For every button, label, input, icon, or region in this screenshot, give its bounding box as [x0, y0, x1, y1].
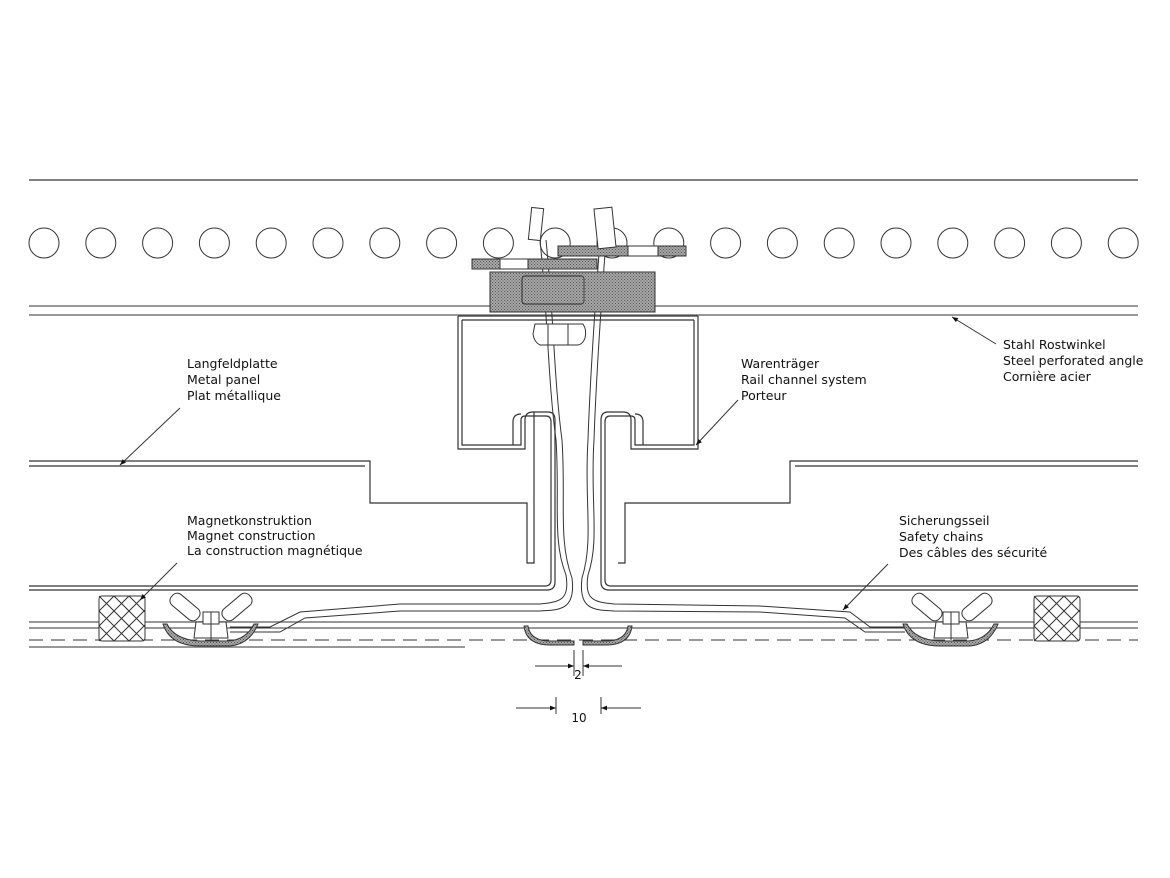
wing-nut-right	[902, 592, 999, 647]
perforation-hole	[28, 227, 60, 259]
perforation-hole	[85, 227, 117, 259]
perforation-hole	[710, 227, 742, 259]
perforation-hole	[937, 227, 969, 259]
perforation-hole	[823, 227, 855, 259]
wing-nut-left	[162, 592, 259, 647]
perforation-hole	[255, 227, 287, 259]
label-line: Steel perforated angle	[1003, 353, 1144, 368]
perforation-hole	[142, 227, 174, 259]
label-rail-channel: Warenträger Rail channel system Porteur	[741, 356, 867, 403]
label-line: Plat métallique	[187, 388, 281, 403]
perforation-hole	[1050, 227, 1082, 259]
magnet-right	[1033, 595, 1081, 642]
center-clips	[523, 625, 633, 646]
clamp-assembly	[471, 206, 687, 346]
dimension-gap-value: 2	[574, 668, 582, 682]
leader-lines	[119, 316, 997, 611]
label-line: Sicherungsseil	[899, 513, 989, 528]
dimension-width-value: 10	[571, 711, 586, 725]
label-line: Rail channel system	[741, 372, 867, 387]
label-metal-panel: Langfeldplatte Metal panel Plat métalliq…	[187, 356, 281, 403]
label-magnet: Magnetkonstruktion Magnet construction L…	[187, 513, 363, 558]
perforation-hole	[482, 227, 514, 259]
perforation-hole	[766, 227, 798, 259]
label-safety: Sicherungsseil Safety chains Des câbles …	[899, 513, 1048, 560]
metal-panel-left	[29, 412, 535, 564]
label-line: Metal panel	[187, 372, 260, 387]
label-line: Langfeldplatte	[187, 356, 278, 371]
label-line: La construction magnétique	[187, 543, 363, 558]
rail-channel	[29, 315, 1138, 591]
perforation-holes	[28, 227, 1139, 259]
label-line: Magnet construction	[187, 528, 316, 543]
perforation-hole	[426, 227, 458, 259]
label-perforated-angle: Stahl Rostwinkel Steel perforated angle …	[1003, 337, 1144, 384]
label-line: Warenträger	[741, 356, 820, 371]
perforated-angle	[28, 179, 1139, 316]
magnet-left	[98, 595, 146, 642]
metal-panel-right	[618, 460, 1138, 564]
label-line: Cornière acier	[1003, 369, 1092, 384]
dimension-gap: 2	[535, 650, 622, 682]
perforation-hole	[1107, 227, 1139, 259]
label-line: Des câbles des sécurité	[899, 545, 1048, 560]
label-line: Porteur	[741, 388, 787, 403]
perforation-hole	[369, 227, 401, 259]
perforation-hole	[994, 227, 1026, 259]
perforation-hole	[653, 227, 685, 259]
perforation-hole	[880, 227, 912, 259]
perforation-hole	[198, 227, 230, 259]
label-line: Stahl Rostwinkel	[1003, 337, 1106, 352]
dimension-width: 10	[516, 697, 641, 725]
perforation-hole	[312, 227, 344, 259]
label-line: Safety chains	[899, 529, 983, 544]
label-line: Magnetkonstruktion	[187, 513, 312, 528]
